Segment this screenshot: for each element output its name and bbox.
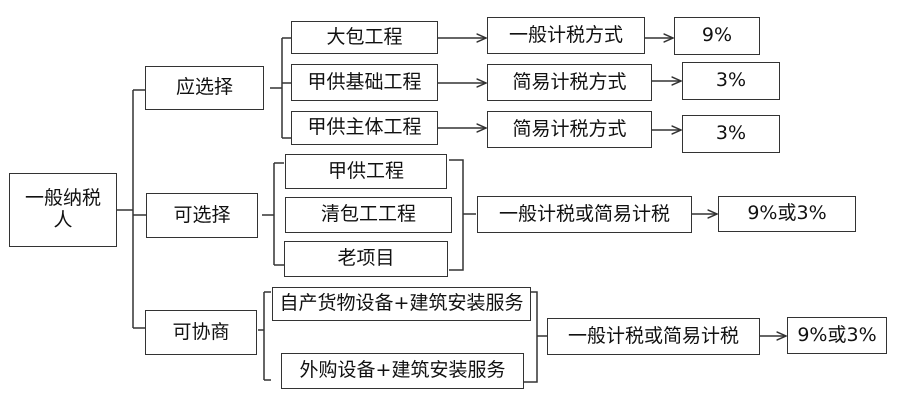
project-node: 清包工工程: [285, 197, 452, 233]
negotiable-left-brace: [258, 291, 271, 381]
project-node: 甲供主体工程: [291, 111, 438, 145]
branch-optional: 可选择: [146, 193, 258, 238]
branch-must: 应选择: [145, 66, 264, 110]
rate-node: 9%或3%: [718, 196, 856, 232]
rate-node: 9%或3%: [787, 317, 887, 354]
project-node: 自产货物设备+建筑安装服务: [272, 287, 531, 321]
method-node: 一般计税或简易计税: [477, 196, 692, 233]
project-node: 大包工程: [291, 21, 438, 54]
optional-right-brace: [449, 159, 476, 271]
rate-node: 3%: [682, 62, 780, 100]
project-node: 老项目: [284, 241, 448, 277]
method-node: 一般计税方式: [487, 17, 645, 54]
method-node: 简易计税方式: [487, 64, 652, 101]
branch-negotiable: 可协商: [145, 310, 257, 355]
rate-node: 9%: [674, 17, 760, 55]
method-node: 简易计税方式: [487, 111, 652, 148]
rate-node: 3%: [682, 115, 780, 153]
root-node: 一般纳税人: [9, 173, 117, 247]
project-node: 外购设备+建筑安装服务: [281, 353, 524, 389]
must-brace: [270, 37, 291, 139]
project-node: 甲供工程: [285, 154, 447, 189]
project-node: 甲供基础工程: [291, 64, 438, 101]
method-node: 一般计税或简易计税: [547, 318, 760, 355]
optional-left-brace: [262, 162, 284, 266]
